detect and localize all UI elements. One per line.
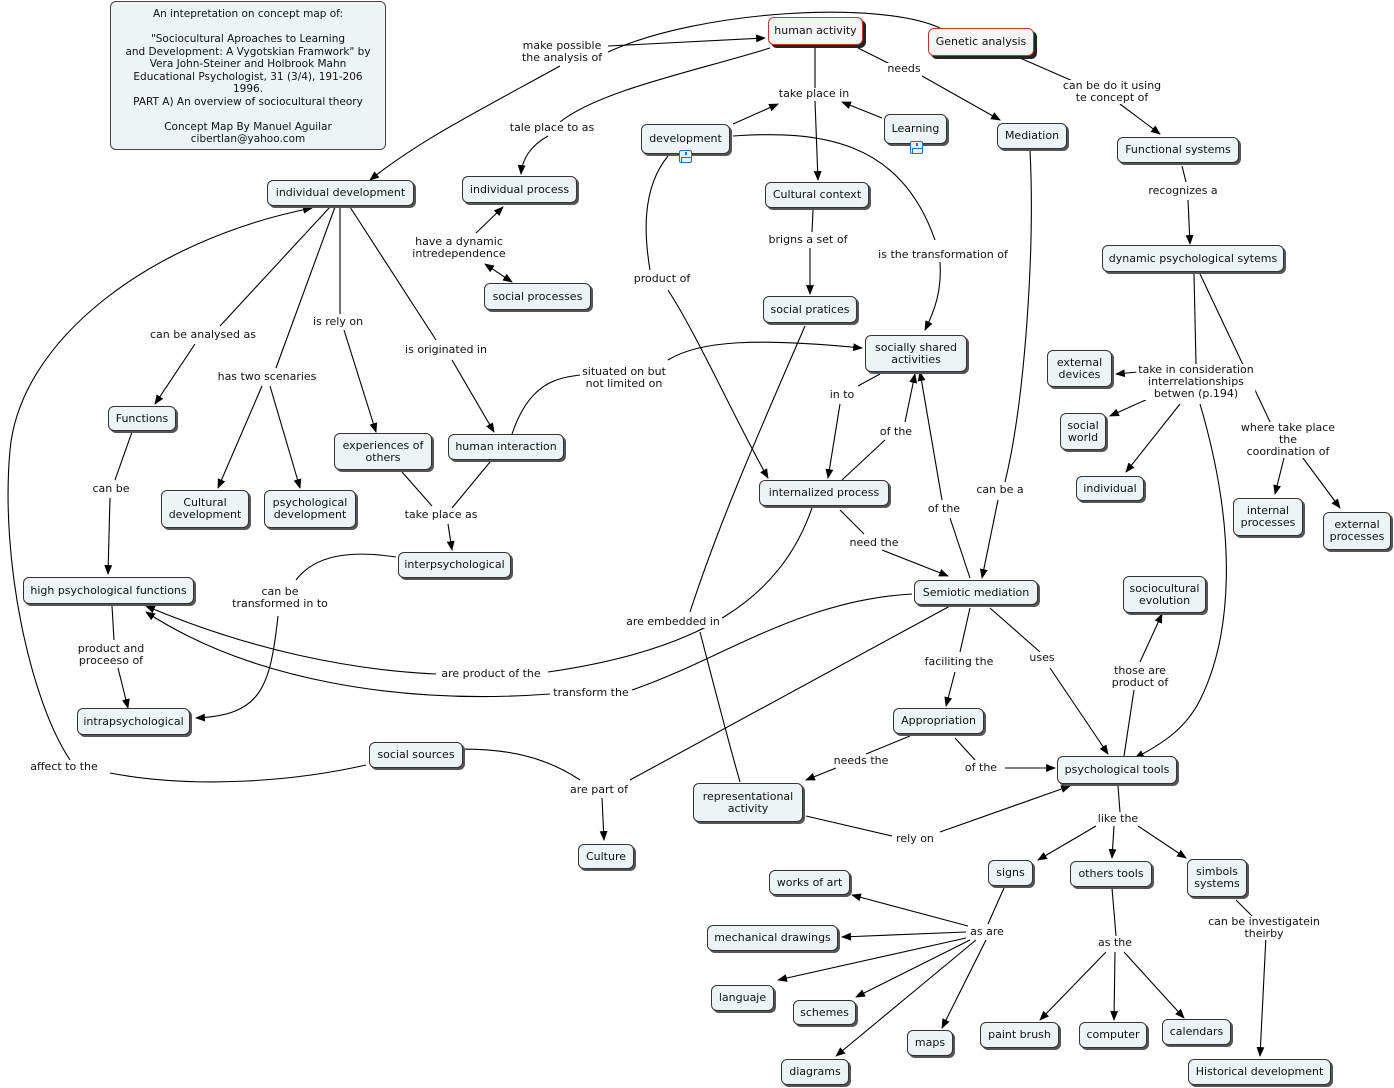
link-transform-the: transform the (551, 686, 631, 699)
node-social-sources[interactable]: social sources (369, 742, 463, 768)
link-where-take-place: where take place the coordination of (1235, 422, 1341, 458)
link-of-the-1: of the (877, 425, 915, 438)
link-make-possible: make possible the analysis of (519, 39, 605, 64)
node-internal-processes[interactable]: internal processes (1233, 498, 1303, 536)
link-are-embedded-in: are embedded in (624, 615, 722, 628)
node-simbols-systems[interactable]: simbols systems (1187, 859, 1247, 897)
node-social-world[interactable]: social world (1060, 413, 1106, 450)
node-semiotic-mediation[interactable]: Semiotic mediation (914, 580, 1038, 605)
node-functional-systems[interactable]: Functional systems (1117, 137, 1239, 163)
link-affect-to-the: affect to the (28, 760, 100, 773)
node-internalized-process[interactable]: internalized process (759, 480, 889, 506)
node-development[interactable]: development (641, 124, 730, 154)
link-is-the-transformation-of: is the transformation of (876, 248, 1010, 261)
node-others-tools[interactable]: others tools (1070, 861, 1152, 887)
link-need-the: need the (847, 536, 901, 549)
link-recognizes-a: recognizes a (1146, 184, 1220, 197)
link-is-rely-on: is rely on (310, 315, 366, 328)
link-as-are: as are (968, 925, 1006, 938)
submap-icon-development[interactable] (679, 150, 692, 163)
link-are-part-of: are part of (568, 783, 630, 796)
node-dynamic-psychological-systems[interactable]: dynamic psychological sytems (1102, 245, 1284, 272)
link-can-be-transformed: can be transformed in to (230, 585, 330, 610)
node-psychological-tools[interactable]: psychological tools (1057, 756, 1177, 784)
link-rely-on: rely on (894, 832, 936, 845)
node-works-of-art[interactable]: works of art (769, 870, 850, 895)
node-paint-brush[interactable]: paint brush (980, 1022, 1059, 1048)
link-product-of: product of (631, 272, 693, 285)
link-take-place-as: take place as (402, 508, 480, 521)
node-computer[interactable]: computer (1079, 1022, 1147, 1048)
node-genetic-analysis[interactable]: Genetic analysis (928, 28, 1034, 56)
link-those-are-product-of: those are product of (1109, 664, 1171, 689)
node-mechanical-drawings[interactable]: mechanical drawings (707, 925, 838, 951)
link-of-the-3: of the (962, 761, 1000, 774)
node-interpsychological[interactable]: interpsychological (398, 552, 511, 578)
node-experiences-of-others[interactable]: experiences of others (334, 433, 432, 470)
node-diagrams[interactable]: diagrams (781, 1059, 849, 1085)
node-functions[interactable]: Functions (108, 406, 176, 431)
link-like-the: like the (1095, 812, 1141, 825)
link-uses: uses (1027, 651, 1057, 664)
link-as-the: as the (1095, 936, 1135, 949)
node-schemes[interactable]: schemes (793, 1000, 856, 1025)
link-has-two-scenaries: has two scenaries (215, 370, 319, 383)
node-signs[interactable]: signs (988, 860, 1033, 886)
submap-icon-learning[interactable] (910, 141, 923, 154)
link-have-a-dynamic: have a dynamic intredependence (410, 235, 508, 260)
node-individual[interactable]: individual (1076, 476, 1144, 501)
node-human-interaction[interactable]: human interaction (448, 434, 564, 460)
node-representational-activity[interactable]: representational activity (693, 783, 803, 822)
node-historical-development[interactable]: Historical development (1188, 1059, 1331, 1085)
node-social-practices[interactable]: social pratices (763, 296, 857, 323)
link-can-be-do-it-using: can be do it using te concept of (1060, 79, 1164, 104)
node-mediation[interactable]: Mediation (997, 123, 1067, 149)
link-faciliting-the: faciliting the (922, 655, 996, 668)
link-can-be-a: can be a (974, 483, 1026, 496)
node-individual-development[interactable]: individual development (267, 180, 414, 206)
link-can-be: can be (90, 482, 132, 495)
node-learning[interactable]: Learning (884, 114, 947, 144)
node-external-devices[interactable]: external devices (1047, 350, 1112, 387)
node-social-processes[interactable]: social processes (484, 283, 591, 310)
link-tale-place-to-as: tale place to as (507, 121, 597, 134)
node-individual-process[interactable]: individual process (462, 176, 577, 203)
node-high-psychological-functions[interactable]: high psychological functions (23, 577, 194, 604)
node-appropriation[interactable]: Appropriation (893, 708, 984, 734)
link-take-in-consideration: take in consideration interrelationships… (1136, 363, 1256, 400)
node-cultural-development[interactable]: Cultural development (161, 490, 249, 528)
node-maps[interactable]: maps (907, 1030, 953, 1056)
node-languaje[interactable]: languaje (711, 985, 774, 1011)
link-in-to: in to (827, 388, 857, 401)
node-cultural-context[interactable]: Cultural context (765, 182, 869, 208)
link-product-and-proceso: product and proceeso of (75, 642, 147, 667)
link-needs-the: needs the (831, 754, 891, 767)
node-human-activity[interactable]: human activity (768, 17, 863, 45)
node-calendars[interactable]: calendars (1162, 1019, 1231, 1045)
link-are-product-of-the: are product of the (439, 667, 543, 680)
node-intrapsychological[interactable]: intrapsychological (77, 708, 190, 735)
link-can-be-investigated: can be investigatein theirby (1199, 916, 1329, 940)
link-take-place-in: take place in (776, 87, 852, 100)
node-sociocultural-evolution[interactable]: sociocultural evolution (1123, 576, 1206, 613)
link-brigns-a-set-of: brigns a set of (766, 233, 850, 246)
link-situated-on: situated on but not limited on (580, 365, 668, 390)
node-psychological-development[interactable]: psychological development (264, 490, 356, 528)
link-is-originated-in: is originated in (403, 343, 489, 356)
node-external-processes[interactable]: external processes (1323, 512, 1391, 550)
node-socially-shared-activities[interactable]: socially shared activities (865, 335, 967, 372)
link-of-the-2: of the (925, 502, 963, 515)
link-needs: needs (885, 62, 923, 75)
link-can-be-analysed-as: can be analysed as (148, 328, 258, 341)
node-culture[interactable]: Culture (578, 844, 634, 869)
map-description-note: An intepretation on concept map of: "Soc… (110, 1, 386, 150)
